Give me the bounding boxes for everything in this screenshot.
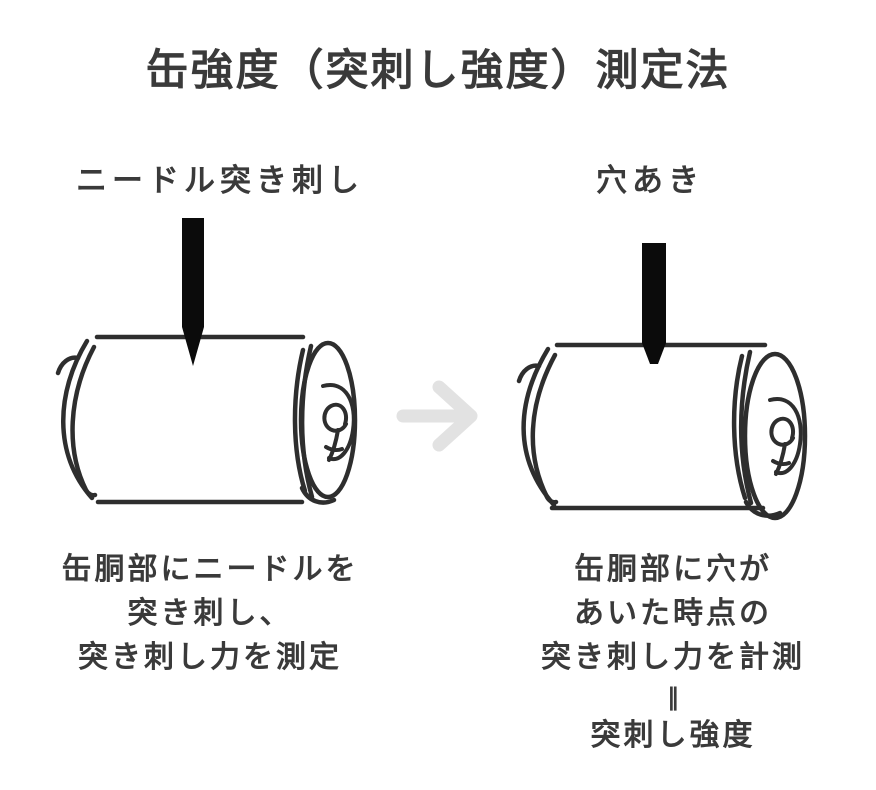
left-panel-label: ニードル突き刺し — [76, 163, 364, 199]
caption-line: 突き刺し力を測定 — [78, 640, 342, 675]
caption-line: 突き刺し、 — [127, 596, 293, 631]
page-title: 缶強度（突刺し強度）測定法 — [145, 46, 731, 96]
caption-line: 缶胴部にニードルを — [61, 552, 359, 587]
can-body — [55, 334, 306, 505]
pull-tab-icon — [768, 397, 803, 476]
needle-icon — [642, 243, 666, 364]
can-with-needle-piercing-icon — [55, 218, 358, 505]
caption-line: 突き刺し力を計測 — [541, 640, 805, 675]
can-lid — [292, 340, 358, 505]
result-label: 突刺し強度 — [590, 718, 756, 753]
can-body — [516, 342, 768, 511]
left-caption: 缶胴部にニードルを 突き刺し、 突き刺し力を測定 — [10, 548, 410, 680]
needle-icon — [182, 218, 204, 366]
equals-symbol: ‖ — [667, 683, 679, 711]
caption-line: あいた時点の — [574, 596, 772, 631]
right-panel-label: 穴あき — [596, 163, 704, 199]
pull-tab-icon — [321, 383, 356, 462]
caption-line: 缶胴部に穴が — [574, 552, 772, 587]
right-caption: 缶胴部に穴が あいた時点の 突き刺し力を計測 ‖ 突刺し強度 — [483, 548, 863, 758]
arrow-right-icon — [396, 380, 478, 452]
can-lid — [731, 349, 808, 521]
can-with-punctured-hole-icon — [516, 243, 808, 521]
